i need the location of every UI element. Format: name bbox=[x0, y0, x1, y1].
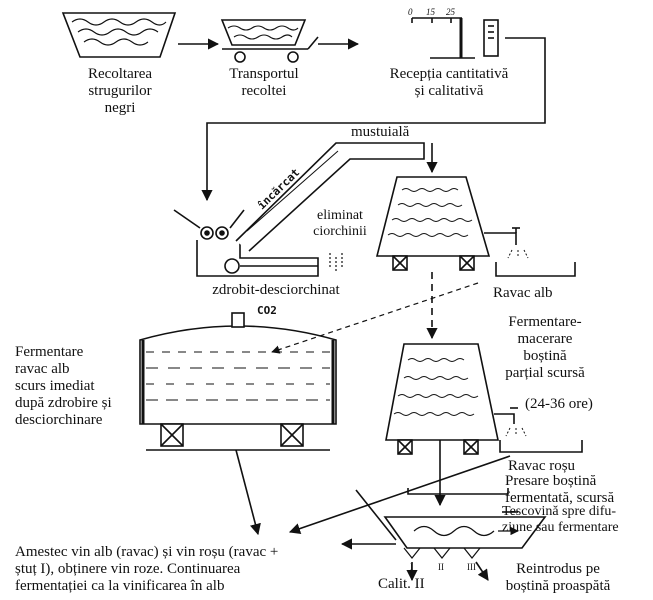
arrow-red-run-to-blend bbox=[288, 455, 511, 535]
press-mark-3: III bbox=[467, 562, 476, 572]
reception-scale-icon bbox=[411, 17, 499, 59]
harvest-basket-icon bbox=[61, 12, 177, 58]
free-run-white-label: Ravac alb bbox=[493, 285, 553, 301]
harvest-label: Recoltarea strugurilor negri bbox=[87, 66, 153, 116]
scale-tick-0: 0 bbox=[408, 7, 413, 17]
drain-tank-grapes bbox=[387, 188, 473, 237]
press-label: Presare boștină fermentată, scursă bbox=[505, 473, 615, 506]
crushed-label: zdrobit-desciorchinat bbox=[212, 282, 340, 298]
co2-label: CO2 bbox=[257, 304, 277, 317]
white-fermenter-tank-icon bbox=[139, 312, 337, 451]
pomace-label: Tescovină spre difu- ziune sau fermentar… bbox=[502, 504, 619, 535]
ferment-maceration-label: Fermentare- macerare boștină parțial scu… bbox=[505, 314, 585, 381]
hours-label: (24-36 ore) bbox=[525, 396, 593, 412]
transport-label: Transportul recoltei bbox=[229, 66, 299, 99]
scale-tick-15: 15 bbox=[426, 7, 436, 17]
transport-cart-icon bbox=[220, 19, 319, 63]
quality2-label: Calit. II bbox=[378, 576, 425, 592]
press-mark-2: II bbox=[438, 562, 444, 572]
free-run-red-label: Ravac roșu bbox=[508, 458, 576, 474]
scale-tick-25: 25 bbox=[446, 7, 456, 17]
must-label: mustuială bbox=[351, 124, 410, 140]
arrow-press-to-returned bbox=[475, 561, 489, 581]
press-mark-1: I bbox=[410, 562, 413, 572]
stems-removed-label: eliminat ciorchinii bbox=[313, 208, 367, 239]
blend-label: Amestec vin alb (ravac) și vin roșu (rav… bbox=[15, 544, 279, 594]
ferment-white-label: Fermentare ravac alb scurs imediat după … bbox=[15, 344, 112, 428]
returned-label: Reintrodus pe boștină proaspătă bbox=[505, 561, 611, 594]
maceration-tank-pomace bbox=[393, 358, 479, 416]
arrow-free-run-to-fermenter bbox=[271, 282, 479, 354]
drain-tank-icon bbox=[375, 176, 576, 277]
press-icon bbox=[355, 488, 547, 559]
crusher-icon bbox=[173, 142, 425, 277]
arrow-reception-to-crusher bbox=[201, 37, 546, 202]
arrow-fermenter-to-blend bbox=[235, 449, 261, 536]
reception-label: Recepția cantitativă și calitativă bbox=[389, 66, 509, 99]
